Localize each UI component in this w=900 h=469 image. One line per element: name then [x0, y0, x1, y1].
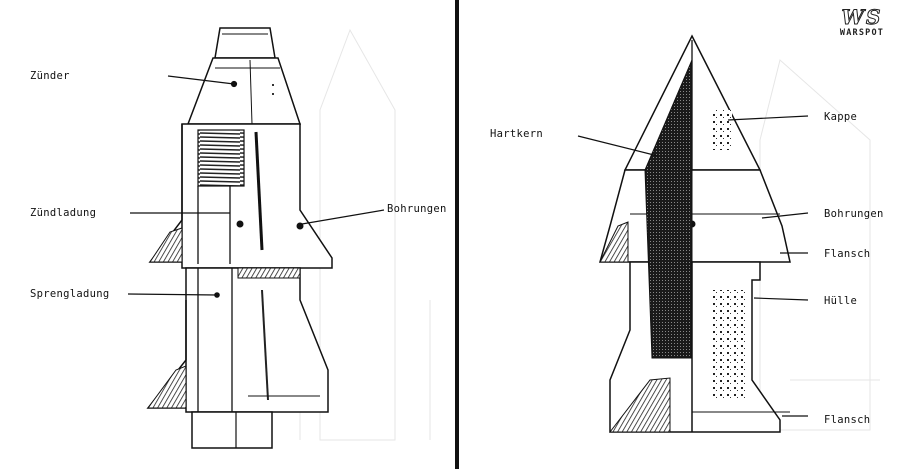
he-projectile-drawing [127, 27, 431, 449]
left-diagram-panel: Zünder Zündladung Sprengladung Bohrungen [30, 27, 447, 449]
label-kappe: Kappe [824, 111, 858, 123]
label-hartkern: Hartkern [490, 128, 543, 140]
logo-mark: WS [841, 5, 883, 29]
label-bohrungen-left: Bohrungen [387, 203, 447, 215]
label-bohrungen-right: Bohrungen [824, 208, 884, 220]
panel-divider [455, 0, 459, 469]
label-flansch-top: Flansch [824, 248, 871, 260]
label-flansch-bottom: Flansch [824, 414, 871, 426]
label-huelle: Hülle [824, 295, 858, 307]
label-zuender: Zünder [30, 70, 70, 82]
logo-text: WARSPOT [839, 28, 885, 38]
label-sprengladung: Sprengladung [30, 288, 110, 300]
warspot-logo: WS WARSPOT [832, 5, 892, 39]
fuze-body [186, 27, 302, 125]
label-zuendladung: Zündladung [30, 207, 97, 219]
upper-body [148, 123, 333, 269]
projectile-body [599, 59, 791, 433]
ap-projectile-drawing [577, 34, 880, 433]
right-diagram-panel: Hartkern Kappe Bohrungen Flansch Hülle F… [460, 0, 900, 469]
background-sketch [759, 59, 880, 431]
leader-lines [127, 75, 385, 296]
leader-lines [577, 115, 809, 417]
lower-body [146, 267, 329, 449]
